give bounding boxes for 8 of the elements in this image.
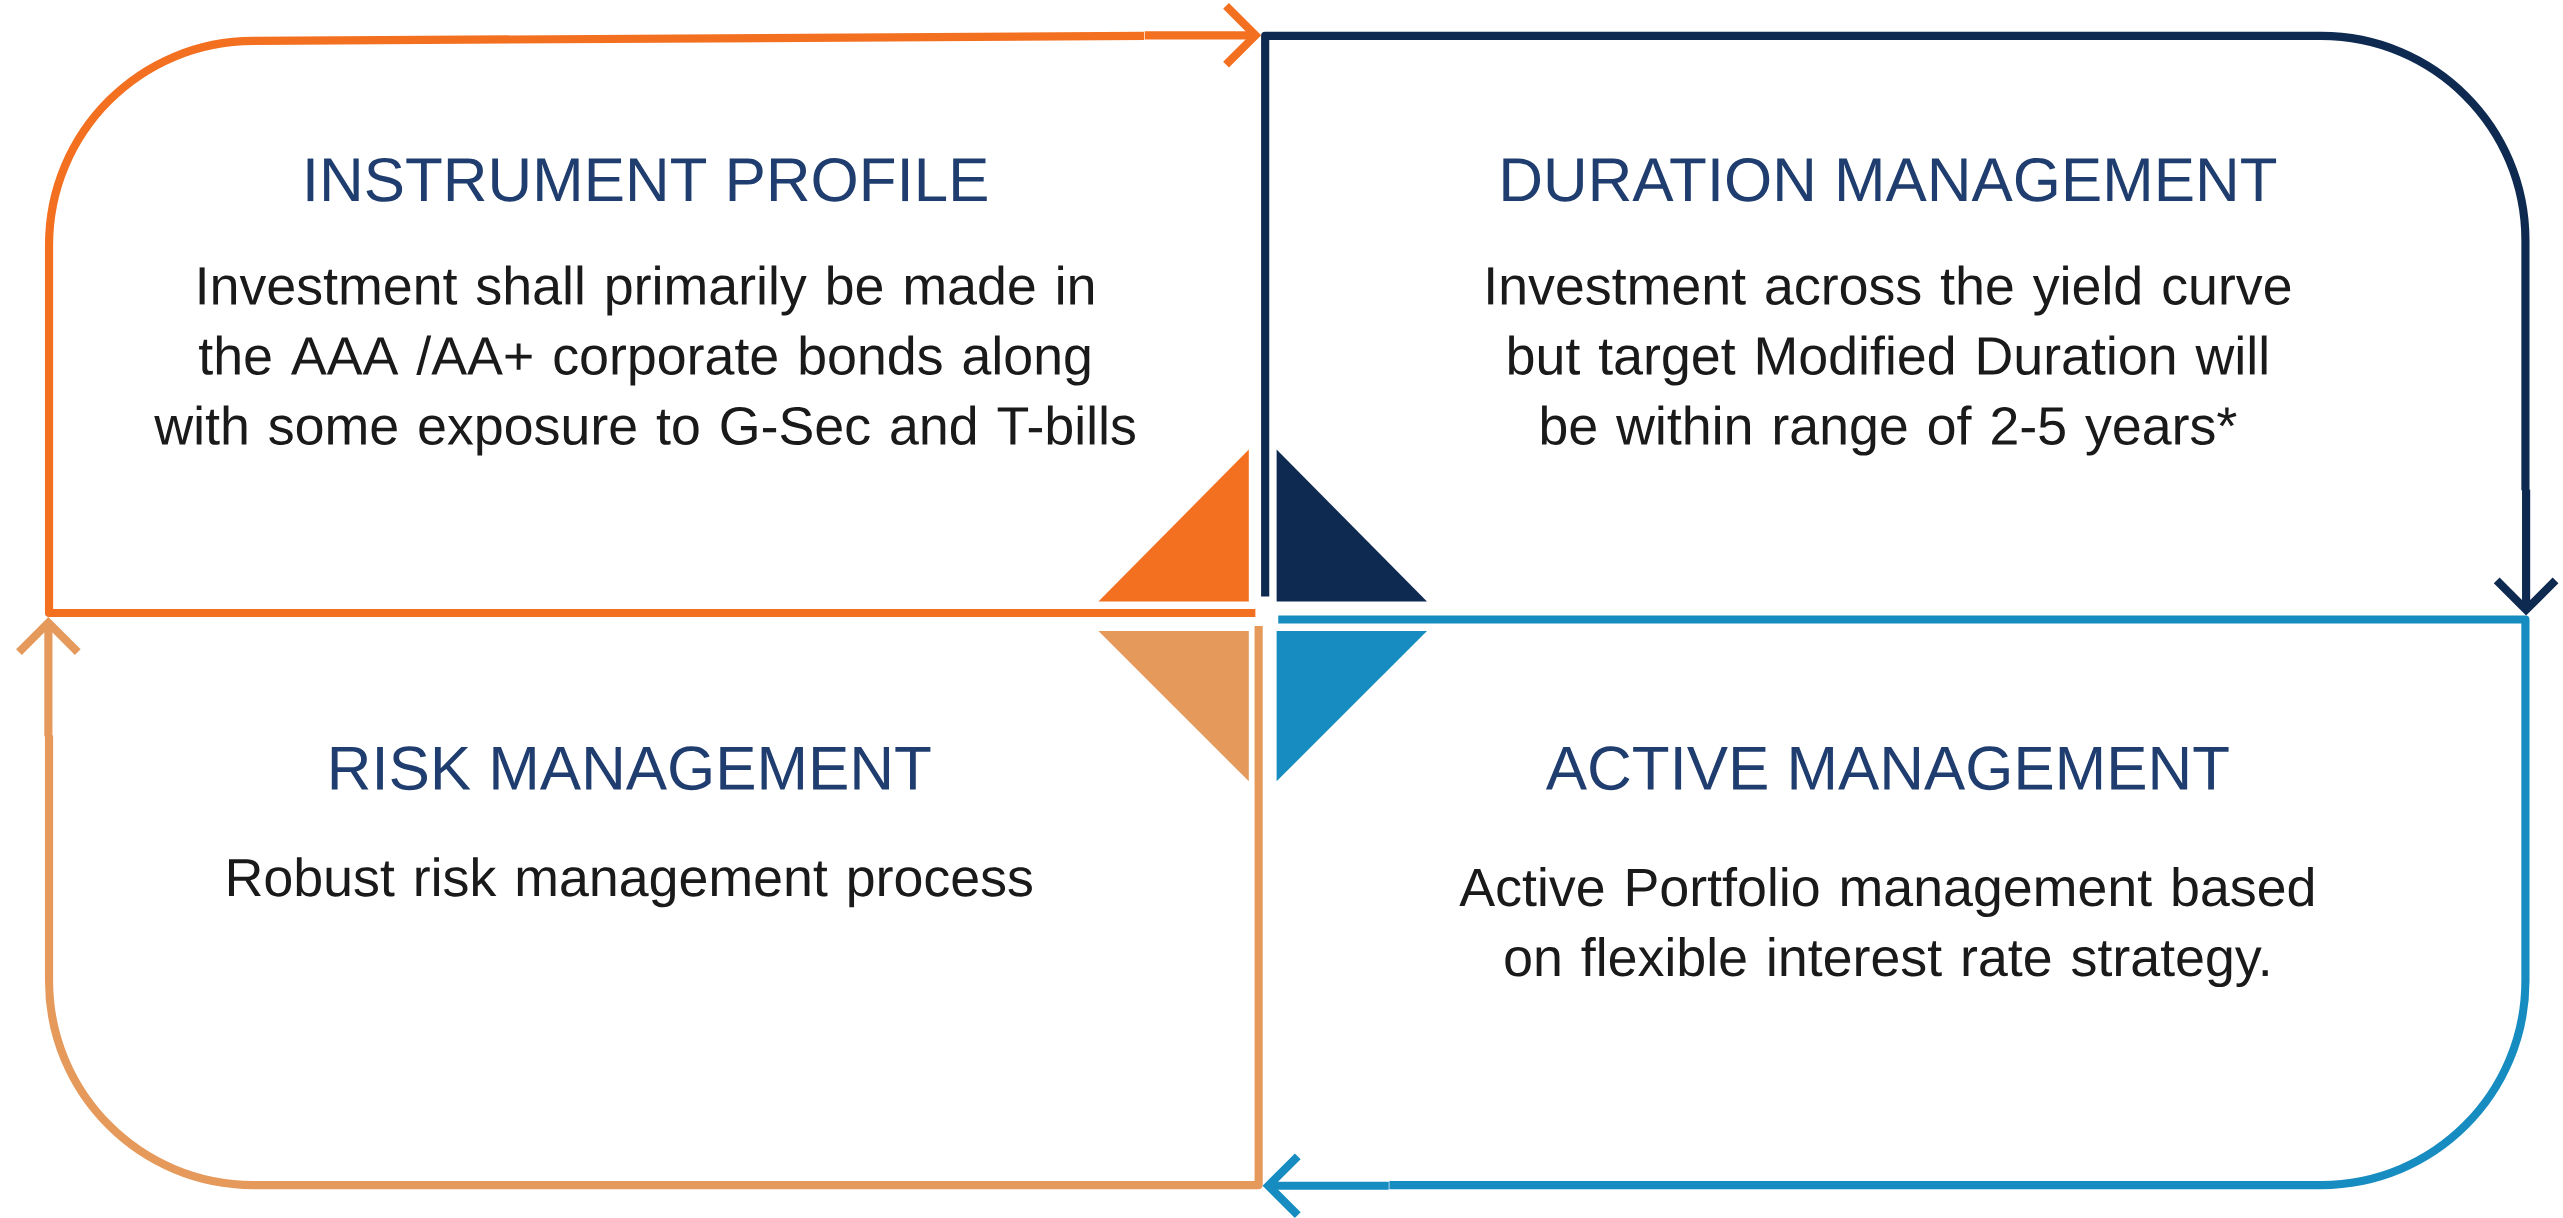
heading: ACTIVE MANAGEMENT	[1545, 746, 2229, 791]
description: Robust risk management process	[229, 857, 1032, 908]
description: Investment across the yield curve but target Modified Duration will be within range of 2-5 years*	[1488, 265, 2291, 456]
heading: INSTRUMENT PROFILE	[307, 158, 987, 202]
description: Active Portfolio management based on flexible interest rate strategy.	[1459, 867, 2313, 988]
description: Investment shall primarily be made in the AAA /AA+ corporate bonds along with some exposure to G-Sec and T-bills	[154, 265, 1135, 456]
heading: RISK MANAGEMENT	[331, 746, 931, 791]
heading: DURATION MANAGEMENT	[1503, 158, 2277, 202]
